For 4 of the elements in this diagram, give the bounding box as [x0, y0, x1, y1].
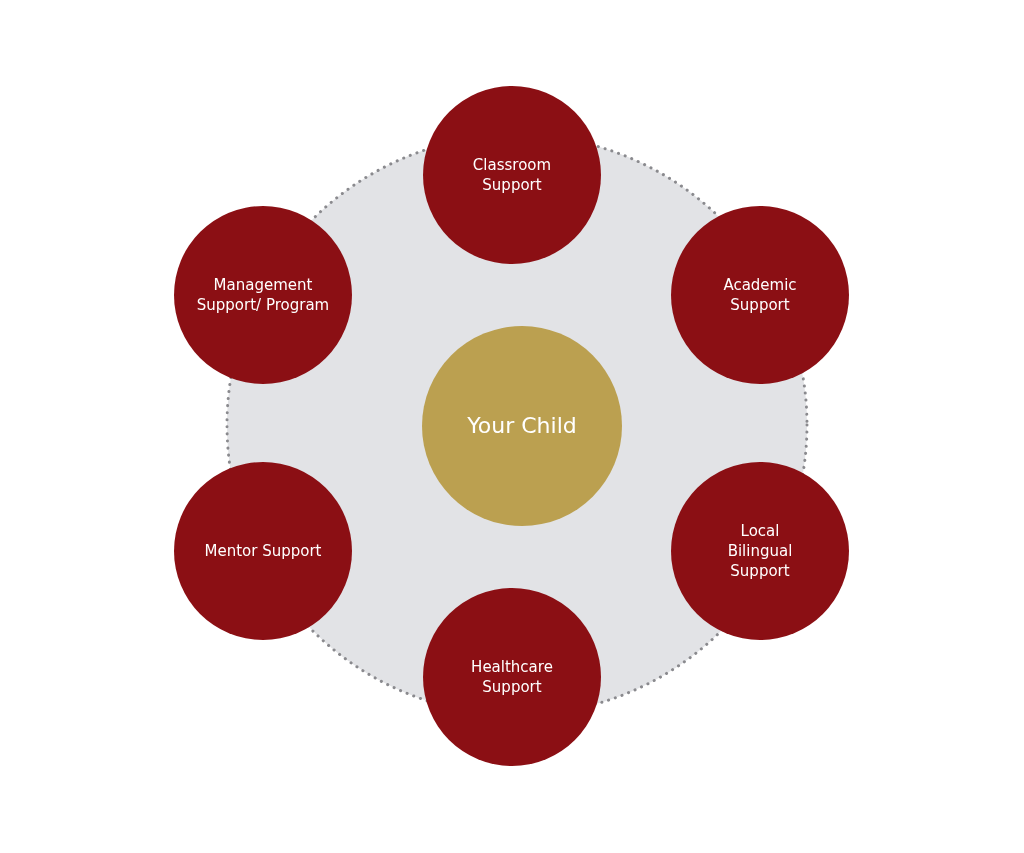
- support-circle: Management Support/ Program: [174, 206, 352, 384]
- support-circle: Classroom Support: [423, 86, 601, 264]
- support-circle: Academic Support: [671, 206, 849, 384]
- support-circle: Mentor Support: [174, 462, 352, 640]
